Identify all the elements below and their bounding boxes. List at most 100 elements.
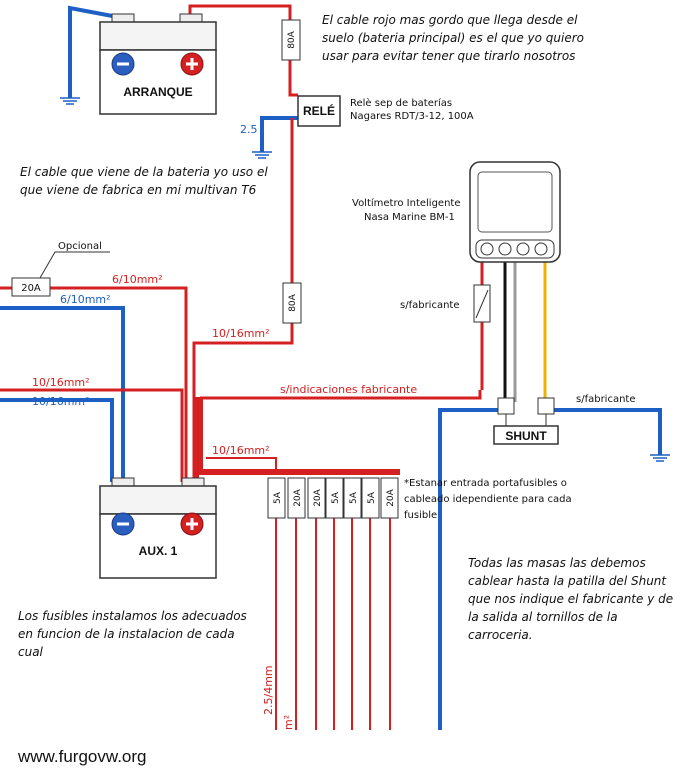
note-fusibles: Los fusibles instalamos los adecuados en… xyxy=(18,609,247,659)
note-top-right: El cable rojo mas gordo que llega desde … xyxy=(322,13,584,63)
optional-fuse-body xyxy=(11,277,51,297)
wire-gauge-vertical: 2.5/4mm xyxy=(262,665,275,715)
meter-button-row xyxy=(475,239,555,259)
fuse-bank: 5A 20A 20A 5A 5A 5A 20A xyxy=(267,477,399,519)
note-line: cual xyxy=(18,645,44,659)
starter-battery-terminal-neg xyxy=(111,13,135,23)
note-line: cableado idependiente para cada xyxy=(404,494,572,505)
fuse-bank-label: 20A xyxy=(313,488,323,506)
note-line: El cable rojo mas gordo que llega desde … xyxy=(322,13,578,27)
smart-voltmeter: Voltímetro Inteligente Nasa Marine BM-1 xyxy=(352,161,561,263)
fuse-80a-top-label: 80A xyxy=(287,30,297,48)
fuse-80a-mid-label: 80A xyxy=(288,293,298,311)
starter-battery-terminal-pos xyxy=(179,13,203,23)
starter-battery: ARRANQUE xyxy=(99,13,217,115)
note-line: en funcion de la instalacion de cada xyxy=(18,627,235,641)
note-line: que nos indique el fabricante y de xyxy=(468,592,673,606)
aux-battery-top xyxy=(99,485,217,515)
meter-button-icon xyxy=(480,242,494,256)
shunt-terminal-right xyxy=(537,397,555,415)
starter-battery-label: ARRANQUE xyxy=(123,85,192,99)
relay: RELÉ Relè sep de baterías Nagares RDT/3-… xyxy=(297,95,474,127)
meter-button-icon xyxy=(516,242,530,256)
fuse-bank-fuse xyxy=(325,477,344,519)
fuse-bank-label: 5A xyxy=(349,491,359,504)
red-10-16-mid-label: 10/16mm² xyxy=(212,327,270,340)
wire-gauge-2-5: 2.5 xyxy=(240,123,258,136)
website-watermark: www.furgovw.org xyxy=(17,747,147,766)
relay-desc-line1: Relè sep de baterías xyxy=(350,97,452,109)
fuse-bank-label: 5A xyxy=(331,491,341,504)
fuse-80a-mid: 80A xyxy=(282,282,302,324)
relay-desc-line2: Nagares RDT/3-12, 100A xyxy=(350,111,474,122)
shunt: SHUNT xyxy=(493,397,559,445)
fuse-80a-top-body xyxy=(281,19,301,61)
fuse-bank-fuse xyxy=(361,477,380,519)
fuse-bank-label: 5A xyxy=(367,491,377,504)
starter-battery-top xyxy=(99,21,217,51)
meter-wires xyxy=(480,262,547,402)
fuse-bank-label: 5A xyxy=(273,491,283,504)
fuse-80a-mid-body xyxy=(282,282,302,324)
note-line: cablear hasta la patilla del Shunt xyxy=(468,574,667,588)
minus-icon-bar xyxy=(117,62,129,66)
blue-6-10-label: 6/10mm² xyxy=(60,293,111,306)
s-indicaciones-label: s/indicaciones fabricante xyxy=(280,383,417,396)
s-fabricante-right-label: s/fabricante xyxy=(576,394,636,405)
note-line: fusible xyxy=(404,510,437,521)
main-bus xyxy=(193,397,400,730)
fuse-bank-fuse xyxy=(307,477,326,519)
shunt-label: SHUNT xyxy=(505,429,547,443)
meter-screen xyxy=(477,171,553,233)
aux-battery-terminal-pos xyxy=(181,477,205,487)
note-line: El cable que viene de la bateria yo uso … xyxy=(20,165,268,179)
aux-battery: AUX. 1 xyxy=(99,477,217,579)
note-left-mid: El cable que viene de la bateria yo uso … xyxy=(20,165,268,197)
s-indicaciones-wire xyxy=(200,390,482,400)
optional-text: Opcional xyxy=(58,241,102,252)
aux-battery-terminal-neg xyxy=(111,477,135,487)
blue-10-16-wire xyxy=(0,398,114,482)
minus-icon-bar xyxy=(117,522,129,526)
optional-fuse-label: 20A xyxy=(21,283,41,294)
note-line: usar para evitar tener que tirarlo nosot… xyxy=(322,49,575,63)
plus-icon-v xyxy=(190,58,194,70)
blue-6-10-wire xyxy=(0,306,125,482)
fuse-bank-fuse xyxy=(267,477,286,519)
relay-ground-wire xyxy=(260,116,298,152)
ground-symbols xyxy=(60,97,670,462)
note-line: Todas las masas las debemos xyxy=(468,556,646,570)
optional-callout xyxy=(39,251,110,279)
shunt-out-ground-wire xyxy=(548,408,662,455)
plus-icon-v xyxy=(190,518,194,530)
fuse-outputs xyxy=(275,518,391,730)
note-line: que viene de fabrica en mi multivan T6 xyxy=(20,183,257,197)
relay-label: RELÉ xyxy=(303,103,335,118)
fuse-bank-fuse xyxy=(287,477,306,519)
red-10-16-bus-label: 10/16mm² xyxy=(212,444,270,457)
shunt-body xyxy=(493,425,559,445)
note-line: *Estanar entrada portafusibles o xyxy=(404,478,567,489)
fuse-bank-fuse xyxy=(343,477,362,519)
fuse-bank-label: 20A xyxy=(293,488,303,506)
s-fabricante-left-label: s/fabricante xyxy=(400,300,460,311)
blue-10-16-left-label: 10/16mm² xyxy=(32,395,90,408)
ground-icon xyxy=(650,454,670,462)
starter-ground-wire xyxy=(68,5,124,98)
blue-wires xyxy=(0,5,662,730)
shunt-terminal-left xyxy=(497,397,515,415)
red-10-16-left-wire xyxy=(0,388,184,482)
fuse-80a-top: 80A xyxy=(281,19,301,61)
aux-positive-bus xyxy=(193,397,400,482)
note-masas: Todas las masas las debemos cablear hast… xyxy=(468,556,673,642)
meter-button-icon xyxy=(534,242,548,256)
starter-positive-wire xyxy=(188,4,292,20)
wire-gauge-vertical-m2: m² xyxy=(282,715,295,730)
meter-line2: Nasa Marine BM-1 xyxy=(364,212,455,223)
red-6-10-wire xyxy=(50,286,188,482)
optional-fuse: 20A Opcional xyxy=(11,241,110,297)
fuse-bank-label: 20A xyxy=(386,488,396,506)
note-line: la salida al tornillos de la xyxy=(468,610,618,624)
ground-icon xyxy=(60,97,80,105)
